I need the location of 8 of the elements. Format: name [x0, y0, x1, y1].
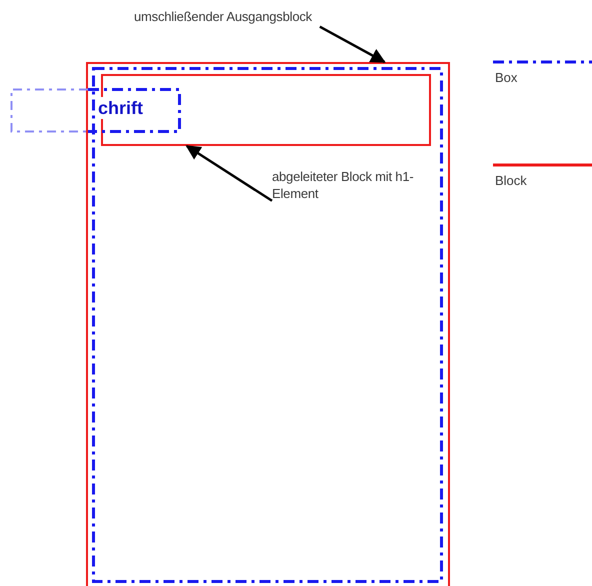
- callout-text: abgeleiteter Block mit h1-Element: [272, 168, 414, 202]
- callout-text: umschließender Ausgangsblock: [134, 8, 313, 25]
- arrow: [186, 144, 273, 202]
- overflowing-box: [10, 88, 181, 133]
- legend-label: Block: [495, 173, 528, 188]
- arrow: [319, 26, 386, 64]
- legend-label: Box: [495, 70, 518, 85]
- heading-text: chrift: [96, 97, 145, 119]
